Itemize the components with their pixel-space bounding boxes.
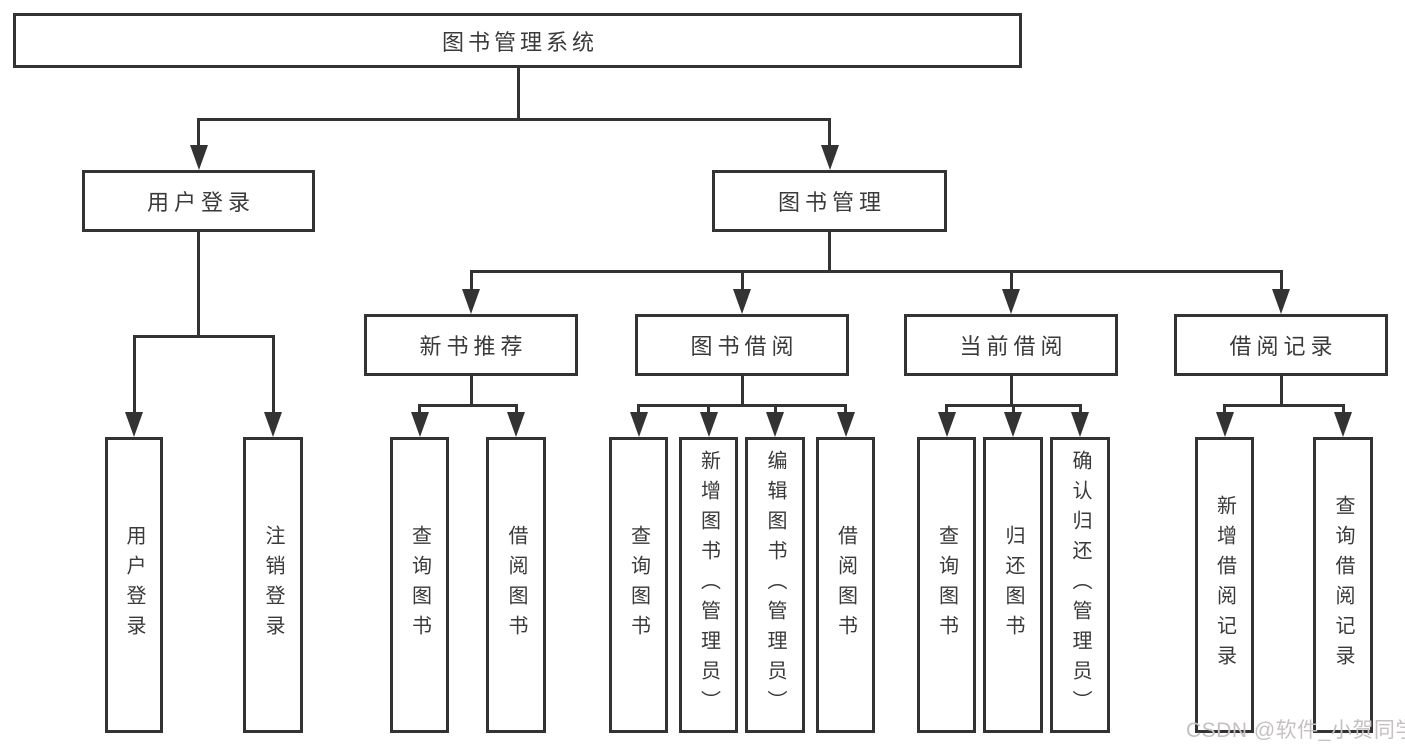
- connector-vertical: [1009, 376, 1013, 407]
- connector-vertical: [517, 68, 520, 120]
- leaf-recommend-borrow-books: 借阅图书: [486, 437, 546, 733]
- arrow-head: [264, 412, 282, 437]
- node-borrowing-records: 借阅记录: [1174, 314, 1388, 376]
- connector-vertical: [1011, 405, 1015, 417]
- arrow-head: [820, 145, 839, 170]
- connector-vertical: [773, 405, 777, 417]
- connector-vertical: [1009, 271, 1013, 291]
- arrow-head: [629, 412, 648, 437]
- connector-vertical: [469, 376, 473, 407]
- csdn-watermark: CSDN @软件_小贺同学: [1186, 719, 1405, 742]
- leaf-current-query-books: 查询图书: [917, 437, 976, 733]
- leaf-return-books: 归还图书: [983, 437, 1043, 733]
- arrow-head: [410, 412, 429, 437]
- connector-vertical: [197, 232, 200, 337]
- connector-vertical: [828, 119, 831, 149]
- connector-horizontal: [132, 335, 275, 338]
- arrow-head: [125, 412, 143, 437]
- arrow-head: [733, 289, 751, 314]
- connector-horizontal: [637, 404, 847, 407]
- connector-vertical: [828, 232, 831, 272]
- connector-vertical: [1279, 376, 1283, 407]
- arrow-head: [766, 412, 784, 437]
- connector-vertical: [844, 405, 847, 417]
- connector-vertical: [707, 405, 710, 417]
- connector-vertical: [945, 405, 948, 417]
- leaf-query-borrow-record: 查询借阅记录: [1313, 437, 1373, 733]
- arrow-head: [1334, 412, 1352, 437]
- node-new-book-recommendation: 新书推荐: [364, 314, 578, 376]
- arrow-head: [1004, 412, 1022, 437]
- connector-vertical: [637, 405, 640, 417]
- connector-vertical: [132, 336, 136, 414]
- arrow-head: [462, 289, 480, 314]
- connector-vertical: [418, 405, 421, 417]
- arrow-head: [836, 412, 855, 437]
- node-current-borrowing: 当前借阅: [904, 314, 1118, 376]
- connector-vertical: [1223, 405, 1226, 417]
- leaf-edit-books-admin: 编辑图书（管理员）: [745, 437, 805, 733]
- arrow-head: [937, 412, 956, 437]
- arrow-head: [1002, 289, 1020, 314]
- node-user-login: 用户登录: [82, 170, 315, 232]
- arrow-head: [1272, 289, 1290, 314]
- connector-vertical: [1279, 271, 1283, 291]
- connector-vertical: [740, 376, 744, 407]
- arrow-head: [699, 412, 718, 437]
- node-book-management: 图书管理: [712, 170, 947, 232]
- connector-vertical: [740, 271, 744, 291]
- leaf-confirm-return-admin: 确认归还（管理员）: [1050, 437, 1110, 733]
- connector-vertical: [271, 336, 275, 414]
- leaf-logout: 注销登录: [243, 437, 303, 733]
- arrow-head: [1071, 412, 1089, 437]
- node-library-management-system: 图书管理系统: [13, 13, 1022, 68]
- leaf-borrowing-borrow-books: 借阅图书: [816, 437, 875, 733]
- arrow-head: [189, 145, 208, 170]
- connector-horizontal: [418, 404, 518, 407]
- connector-vertical: [1341, 405, 1345, 417]
- connector-vertical: [514, 405, 518, 417]
- leaf-user-login: 用户登录: [105, 437, 163, 733]
- leaf-add-borrow-record: 新增借阅记录: [1195, 437, 1254, 733]
- leaf-add-books-admin: 新增图书（管理员）: [679, 437, 738, 733]
- node-book-borrowing: 图书借阅: [635, 314, 849, 376]
- connector-horizontal: [1223, 404, 1345, 407]
- arrow-head: [1215, 412, 1234, 437]
- connector-horizontal: [197, 118, 831, 121]
- arrow-head: [507, 412, 525, 437]
- connector-horizontal: [469, 270, 1283, 273]
- connector-vertical: [469, 271, 473, 291]
- connector-vertical: [1078, 405, 1082, 417]
- connector-vertical: [197, 119, 200, 149]
- leaf-recommend-query-books: 查询图书: [390, 437, 449, 733]
- leaf-borrowing-query-books: 查询图书: [609, 437, 668, 733]
